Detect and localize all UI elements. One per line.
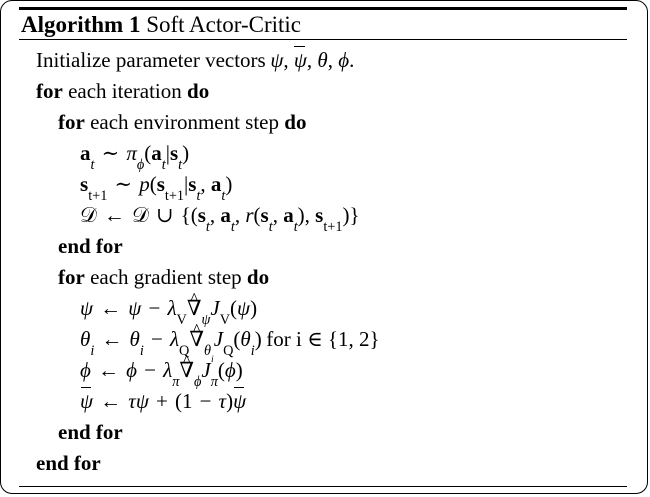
algorithm-line-replay-buffer: 𝒟←𝒟∪{(st, at, r(st, at), st+1)} <box>19 200 627 236</box>
keyword-end-for: end for <box>36 451 101 475</box>
math-update-theta: θi←θi−λQ∇θiJQ(θi) <box>80 327 262 364</box>
math-update-psi: ψ←ψ−λV∇ψJV(ψ) <box>80 296 257 327</box>
keyword-do: do <box>187 79 210 103</box>
algorithm-number: Algorithm 1 <box>21 12 141 37</box>
line-initialize-math: ψ, ψ, θ, ϕ. <box>270 45 354 72</box>
line-for-gradient-step-text: each gradient step <box>90 265 242 289</box>
rule-top <box>19 7 627 10</box>
algorithm-line-for-gradient-step: for each gradient step do <box>19 262 627 293</box>
math-update-target-psi: ψ←τψ+(1−τ)ψ <box>80 386 246 413</box>
algorithm-line-sample-action: at∼πϕ(at|st) <box>19 138 627 174</box>
algorithm-line-end-for-gradient: end for <box>19 417 627 448</box>
line-for-iteration-text: each iteration <box>68 79 182 103</box>
keyword-end-for: end for <box>58 420 123 444</box>
algorithm-line-sample-state: st+1∼p(st+1|st, at) <box>19 169 627 205</box>
algorithm-block: Algorithm 1 Soft Actor-Critic Initialize… <box>19 1 627 497</box>
keyword-for: for <box>58 265 85 289</box>
keyword-do: do <box>246 265 270 289</box>
line-for-env-step-text: each environment step <box>90 110 280 134</box>
math-replay-buffer: 𝒟←𝒟∪{(st, at, r(st, at), st+1)} <box>80 203 360 236</box>
line-initialize-text: Initialize parameter vectors <box>36 48 266 72</box>
keyword-for: for <box>58 110 85 134</box>
algorithm-line-for-env-step: for each environment step do <box>19 107 627 138</box>
algorithm-line-update-theta: θi←θi−λQ∇θiJQ(θi)for i ∈ {1, 2} <box>19 324 627 364</box>
math-sample-action: at∼πϕ(at|st) <box>80 141 190 174</box>
algorithm-line-end-for-env: end for <box>19 231 627 262</box>
keyword-do: do <box>284 110 307 134</box>
math-update-phi: ϕ←ϕ−λπ∇ϕJπ(ϕ) <box>80 358 243 389</box>
keyword-end-for: end for <box>58 234 123 258</box>
algorithm-line-end-for-iteration: end for <box>19 448 627 479</box>
algorithm-line-for-iteration: for each iteration do <box>19 76 627 107</box>
algorithm-name: Soft Actor-Critic <box>146 12 301 37</box>
algorithm-line-update-psi: ψ←ψ−λV∇ψJV(ψ) <box>19 293 627 327</box>
algorithm-title: Algorithm 1 Soft Actor-Critic <box>21 11 301 38</box>
math-sample-state: st+1∼p(st+1|st, at) <box>80 172 233 205</box>
keyword-for: for <box>36 79 63 103</box>
rule-middle <box>19 39 627 40</box>
algorithm-line-update-phi: ϕ←ϕ−λπ∇ϕJπ(ϕ) <box>19 355 627 389</box>
algorithm-line-update-target-psi: ψ←τψ+(1−τ)ψ <box>19 386 627 417</box>
rule-bottom <box>19 486 627 487</box>
math-theta-condition: for i ∈ {1, 2} <box>266 327 380 351</box>
